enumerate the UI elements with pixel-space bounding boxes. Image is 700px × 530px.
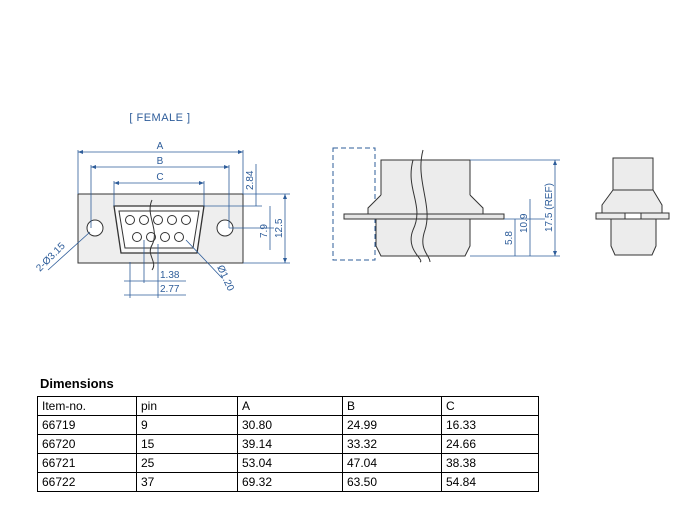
cell-b: 63.50 (342, 472, 442, 492)
cell-b: 47.04 (342, 453, 442, 473)
drawing-title: [ FEMALE ] (129, 112, 190, 124)
cell-pin: 9 (136, 415, 238, 435)
dim-label-17-5-ref: 17.5 (REF) (544, 183, 555, 232)
dim-label-10-9: 10.9 (519, 213, 530, 233)
dim-label-7-9: 7.9 (259, 224, 270, 238)
dim-label-pitch-large: 2.77 (160, 284, 180, 295)
cell-b: 24.99 (342, 415, 442, 435)
column-header-c: C (441, 396, 539, 416)
pin-4 (167, 215, 177, 225)
pin-3 (153, 215, 163, 225)
side-dimension-labels: 5.8 10.9 17.5 (REF) (504, 183, 555, 245)
side-view (332, 147, 505, 263)
cell-item-no: 66720 (37, 434, 137, 454)
dim-label-a: A (157, 141, 164, 152)
front-view (77, 193, 244, 271)
dim-label-12-5: 12.5 (274, 218, 285, 238)
table-row: 66720 15 39.14 33.32 24.66 (37, 434, 539, 454)
pin-9 (174, 232, 184, 242)
end-bottom-body (610, 218, 657, 256)
side-view-frame (332, 147, 376, 261)
side-dimensions (470, 159, 560, 257)
connector-drawing: [ FEMALE ] (34, 112, 670, 298)
column-header-pin: pin (136, 396, 238, 416)
dim-label-5-8: 5.8 (504, 231, 515, 245)
cell-b: 33.32 (342, 434, 442, 454)
cell-a: 30.80 (237, 415, 343, 435)
cell-c: 24.66 (441, 434, 539, 454)
dim-label-hole-dia: 2-Ø3.15 (34, 240, 68, 274)
pin-6 (132, 232, 142, 242)
dimensions-heading: Dimensions (40, 376, 114, 391)
cell-c: 16.33 (441, 415, 539, 435)
cell-pin: 25 (136, 453, 238, 473)
cell-a: 39.14 (237, 434, 343, 454)
pin-2 (139, 215, 149, 225)
dim-label-pin-dia: Ø1.20 (214, 264, 236, 294)
table-row: 66719 9 30.80 24.99 16.33 (37, 415, 539, 435)
cell-item-no: 66721 (37, 453, 137, 473)
cell-c: 54.84 (441, 472, 539, 492)
dimensions-table: Item-no. pin A B C 66719 9 30.80 24.99 1… (37, 396, 539, 492)
cell-item-no: 66719 (37, 415, 137, 435)
table-row: 66722 37 69.32 63.50 54.84 (37, 472, 539, 492)
side-flange (343, 213, 505, 220)
table-header-row: Item-no. pin A B C (37, 396, 539, 416)
column-header-item-no: Item-no. (37, 396, 137, 416)
cell-c: 38.38 (441, 453, 539, 473)
pin-1 (125, 215, 135, 225)
front-break-line (149, 199, 155, 271)
mounting-hole-left (86, 219, 104, 237)
pin-5 (181, 215, 191, 225)
pin-7 (146, 232, 156, 242)
side-break-line (410, 159, 422, 263)
cell-pin: 15 (136, 434, 238, 454)
cell-a: 69.32 (237, 472, 343, 492)
column-header-b: B (342, 396, 442, 416)
cell-a: 53.04 (237, 453, 343, 473)
dim-label-c: C (156, 172, 163, 183)
front-dimensions (47, 150, 290, 298)
table-row: 66721 25 53.04 47.04 38.38 (37, 453, 539, 473)
column-header-a: A (237, 396, 343, 416)
pin-8 (160, 232, 170, 242)
dim-label-pitch-small: 1.38 (160, 270, 180, 281)
dim-label-2-84: 2.84 (245, 170, 256, 190)
end-view (595, 157, 670, 256)
cell-item-no: 66722 (37, 472, 137, 492)
dim-label-b: B (157, 156, 164, 167)
cell-pin: 37 (136, 472, 238, 492)
